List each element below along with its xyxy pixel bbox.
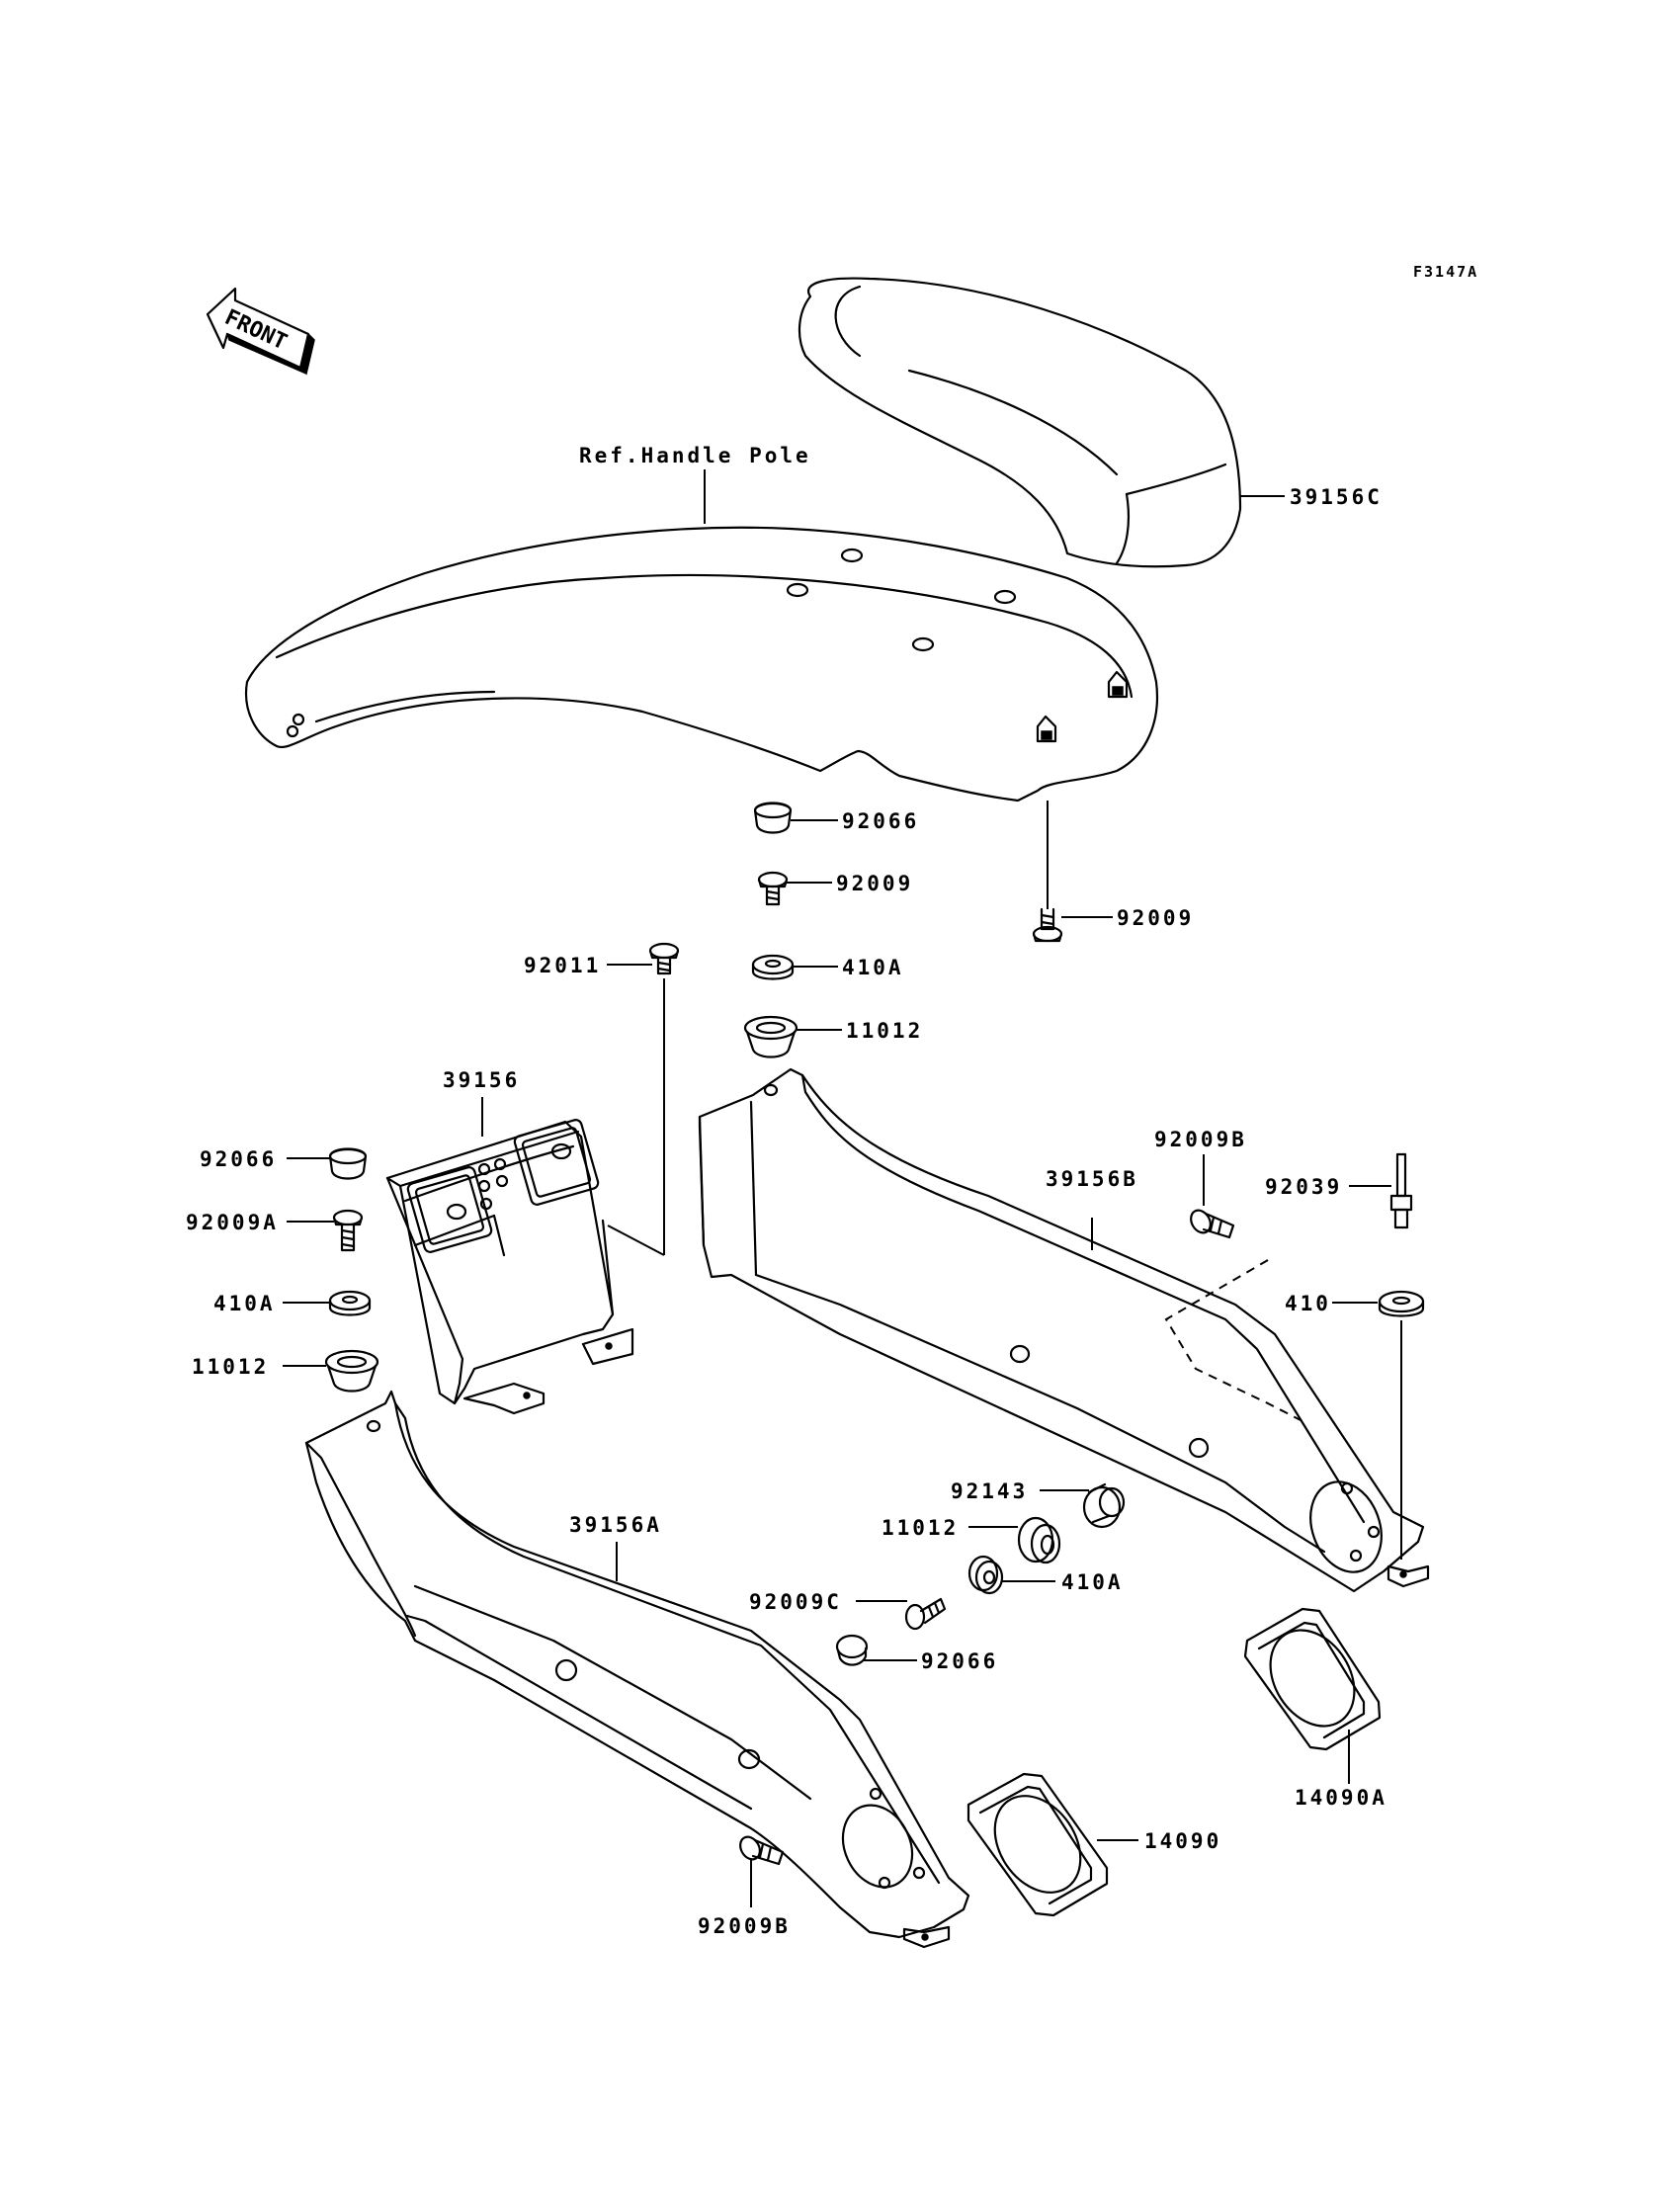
bolt-92009-right [1032,907,1063,943]
callout-410A-left: 410A [213,1292,276,1315]
callout-92039: 92039 [1265,1175,1342,1199]
callout-92066-mid: 92066 [921,1649,998,1673]
grommet-11012-top [743,1015,798,1058]
seat-cushion-39156C [798,277,1242,568]
callout-39156C: 39156C [1290,485,1383,509]
washer-410A-left [328,1290,372,1316]
callout-92009-top: 92009 [836,872,913,895]
callout-92009B-bottom: 92009B [698,1914,791,1938]
callout-92066-top: 92066 [842,809,919,833]
callout-92009C: 92009C [749,1590,842,1614]
bolt-92009B-bottom [739,1835,785,1866]
callout-410A-top: 410A [842,956,904,979]
pin-92039 [1389,1152,1413,1229]
callout-92009B-top: 92009B [1154,1128,1247,1151]
cover-14090 [966,1772,1109,1917]
callout-410A-mid: 410A [1061,1570,1124,1594]
bolt-92011 [648,942,680,975]
washer-410A-top [751,954,795,980]
reference-handle-pole: Ref.Handle Pole [579,444,811,467]
callout-410: 410 [1285,1292,1331,1315]
callout-92011: 92011 [524,954,601,977]
cap-92066-left [328,1147,368,1180]
figure-code: F3147A [1413,263,1478,281]
callout-39156B: 39156B [1046,1167,1138,1191]
callout-14090: 14090 [1144,1829,1221,1853]
handle-pole-cover [244,526,1158,803]
front-arrow-icon: FRONT [206,287,315,376]
callout-11012-left: 11012 [192,1355,269,1379]
callout-11012-top: 11012 [846,1019,923,1043]
cap-92066-top [753,802,793,834]
callout-92066-left: 92066 [200,1147,277,1171]
side-frame-39156B [698,1067,1430,1593]
bolt-92009-top [757,871,789,906]
bolt-92009C [904,1597,947,1631]
gauge-panel-39156 [385,1119,634,1415]
side-frame-39156A [304,1390,970,1949]
grommet-11012-left [324,1349,379,1393]
washer-410 [1378,1290,1425,1317]
callout-92009A: 92009A [186,1211,279,1234]
callout-92143: 92143 [951,1479,1028,1503]
callout-92009-right: 92009 [1117,906,1194,930]
cap-92066-mid [835,1634,869,1666]
bolt-92009B-top [1190,1209,1235,1239]
grommet-11012-mid [1017,1516,1061,1564]
callout-14090A: 14090A [1295,1786,1387,1810]
callout-39156A: 39156A [569,1513,662,1537]
bolt-92009A [332,1209,364,1252]
callout-39156: 39156 [443,1068,520,1092]
washer-410A-mid [967,1555,1004,1595]
spacer-92143 [1082,1482,1126,1529]
cover-14090A [1243,1607,1382,1751]
callout-11012-mid: 11012 [882,1516,959,1540]
